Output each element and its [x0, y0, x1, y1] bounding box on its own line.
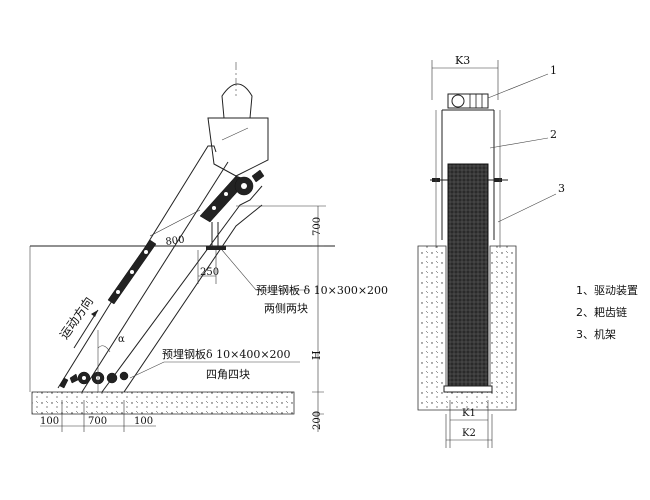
direction-label: 运动方向 — [56, 294, 96, 342]
bottom-dim-3: 100 — [134, 416, 153, 427]
frame-side-rails — [435, 110, 501, 248]
dim-700: 700 — [312, 217, 323, 236]
dim-vertical-ticks — [312, 245, 324, 415]
channel-floor-slab — [31, 391, 295, 415]
bottom-dim-1: 100 — [40, 416, 59, 427]
rake-chain-lower — [59, 371, 129, 389]
dim-200: 200 — [312, 411, 323, 430]
drive-motor — [447, 93, 489, 109]
dim-250-lines — [197, 250, 217, 284]
frame-back-edge — [101, 185, 263, 393]
plate1-line1: 预埋钢板 δ 10×300×200 — [256, 283, 388, 297]
callout-1-leader — [487, 73, 549, 99]
support-leg — [211, 222, 219, 248]
callout-3: 3 — [558, 182, 565, 195]
legend-item-3: 3、机架 — [576, 328, 616, 341]
bottom-dim-lines — [40, 400, 156, 432]
plate2-line1: 预埋钢板δ 10×400×200 — [162, 347, 291, 361]
dim-H: H — [310, 350, 323, 360]
rake-chain-screen — [447, 163, 489, 387]
embedded-plate-side — [206, 246, 226, 250]
drive-housing — [207, 117, 269, 177]
plate2-line2: 四角四块 — [206, 368, 250, 381]
front-view: K3 1 2 3 K1 K2 — [417, 54, 565, 448]
dim-k3-lines — [431, 60, 499, 100]
side-view: 250 800 运动方向 α 700 H 200 预埋钢板 δ 10×300×2… — [29, 62, 388, 432]
dim-k2-lines — [445, 414, 493, 448]
dim-250: 250 — [200, 267, 219, 278]
frame-bracket-right — [494, 178, 502, 182]
machine-frame — [441, 109, 495, 240]
plate1-leader — [221, 249, 310, 291]
rake-chain-upper — [199, 169, 265, 223]
plate1-line2: 两侧两块 — [264, 302, 308, 315]
frame-rear-edge — [123, 204, 263, 393]
dim-vertical-axis — [236, 205, 326, 432]
alpha-symbol: α — [118, 334, 125, 345]
dim-800-line — [149, 209, 201, 237]
frame-inner-edge — [81, 161, 229, 393]
legend-item-2: 2、耙齿链 — [576, 306, 627, 319]
dim-k3: K3 — [455, 54, 470, 67]
callout-2-leader — [489, 137, 549, 149]
dim-800: 800 — [165, 234, 185, 248]
legend-item-1: 1、驱动装置 — [576, 284, 638, 297]
screen-bottom — [443, 385, 493, 393]
motor-cover — [221, 83, 253, 119]
callout-1: 1 — [550, 64, 557, 77]
direction-arrow — [73, 309, 99, 349]
bottom-dim-2: 700 — [88, 416, 107, 427]
dim-k2: K2 — [462, 428, 476, 439]
alpha-arc — [97, 345, 111, 353]
dim-k1: K1 — [462, 408, 476, 419]
callout-2: 2 — [550, 128, 557, 141]
direction-arrow-head — [91, 310, 98, 317]
channel-concrete — [417, 245, 517, 411]
plate2-leader — [129, 361, 300, 379]
callout-3-leader — [497, 193, 557, 223]
rake-chain-mid — [107, 239, 157, 305]
housing-detail — [221, 127, 249, 141]
